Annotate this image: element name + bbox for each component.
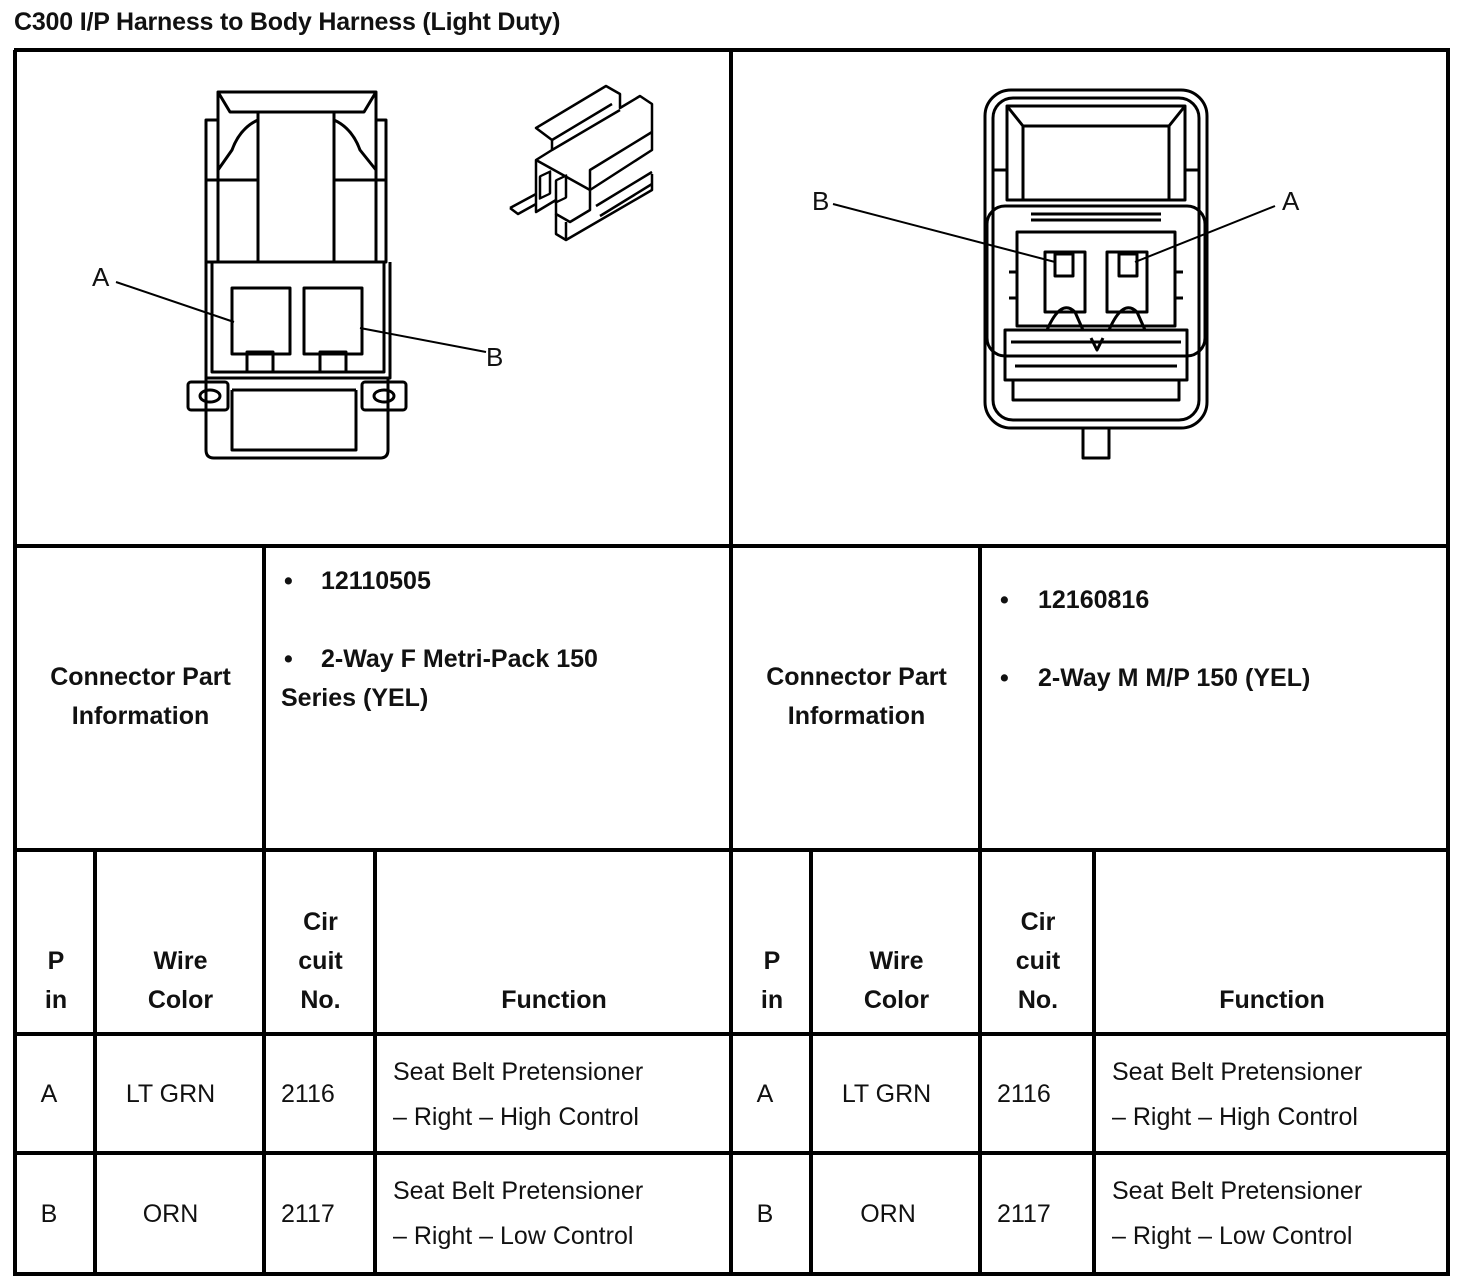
table-cell-pin: A — [40, 1080, 58, 1108]
left-info-label: Connector Part Information — [50, 663, 231, 730]
left-description-line1: 2-Way F Metri-Pack 150 — [321, 645, 598, 673]
table-cell-circuit: 2116 — [997, 1080, 1051, 1108]
header-wire-color: Wire Color — [147, 947, 214, 1014]
right-description: 2-Way M M/P 150 (YEL) — [1038, 664, 1311, 692]
header-function: Function — [501, 986, 607, 1014]
header-pin: P in — [760, 947, 784, 1014]
right-label-b: B — [812, 186, 830, 216]
table-cell-function: Seat Belt Pretensioner – Right – High Co… — [393, 1058, 644, 1131]
left-description-line2: Series (YEL) — [281, 684, 429, 712]
header-function: Function — [1219, 986, 1325, 1014]
bullet: • — [1000, 664, 1009, 692]
table-cell-circuit: 2117 — [281, 1200, 335, 1228]
right-part-number: 12160816 — [1038, 586, 1150, 614]
table-cell-circuit: 2117 — [997, 1200, 1051, 1228]
right-label-a: A — [1282, 186, 1300, 216]
bullet: • — [1000, 586, 1009, 614]
table-cell-function: Seat Belt Pretensioner – Right – High Co… — [1112, 1058, 1363, 1131]
header-circuit-no: Cir cuit No. — [1015, 908, 1061, 1014]
table-cell-function: Seat Belt Pretensioner – Right – Low Con… — [393, 1177, 644, 1250]
table-cell-pin: B — [40, 1200, 58, 1228]
table-cell-wire: LT GRN — [125, 1080, 216, 1108]
table-cell-wire: LT GRN — [841, 1080, 932, 1108]
header-pin: P in — [44, 947, 68, 1014]
right-info-label: Connector Part Information — [766, 663, 947, 730]
page-title: C300 I/P Harness to Body Harness (Light … — [14, 8, 561, 36]
bullet: • — [284, 567, 293, 595]
table-cell-function: Seat Belt Pretensioner – Right – Low Con… — [1112, 1177, 1363, 1250]
header-wire-color: Wire Color — [863, 947, 930, 1014]
bullet: • — [284, 645, 293, 673]
table-cell-pin: A — [756, 1080, 774, 1108]
left-label-b: B — [486, 342, 504, 372]
left-connector-diagram — [115, 84, 654, 460]
table-cell-circuit: 2116 — [281, 1080, 335, 1108]
left-part-number: 12110505 — [321, 567, 431, 595]
header-circuit-no: Cir cuit No. — [298, 908, 343, 1014]
table-cell-pin: B — [756, 1200, 774, 1228]
table-cell-wire: ORN — [860, 1200, 916, 1228]
table-cell-wire: ORN — [142, 1200, 199, 1228]
right-connector-diagram — [832, 88, 1276, 460]
left-label-a: A — [92, 262, 110, 292]
